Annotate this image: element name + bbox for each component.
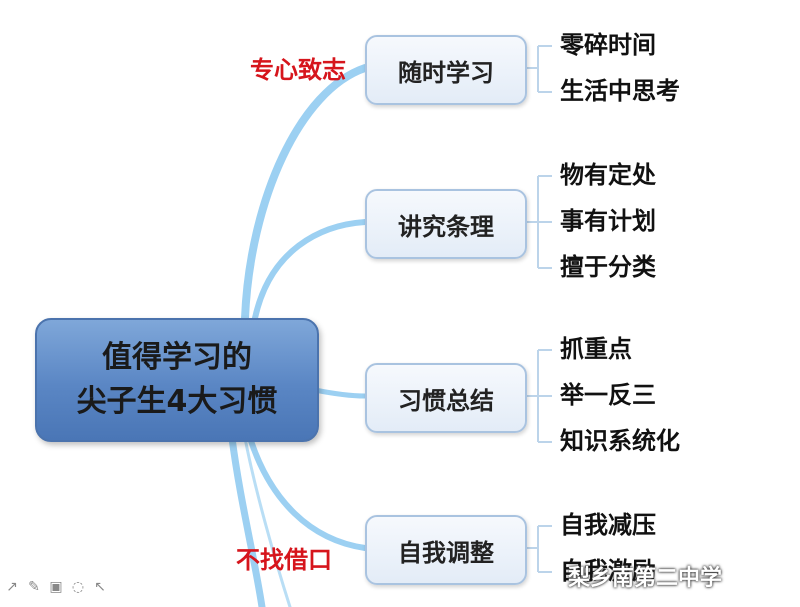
topic-node-1: 随时学习 — [365, 35, 527, 105]
leaf-item: 抓重点 — [560, 335, 632, 363]
leaf-item: 事有计划 — [560, 207, 656, 235]
leaf-bracket-2 — [523, 175, 552, 269]
image-icon[interactable]: ▣ — [49, 579, 63, 595]
central-topic: 值得学习的 尖子生4大习惯 — [35, 318, 319, 442]
central-topic-line1: 值得学习的 — [102, 340, 252, 375]
branch-tag-4: 不找借口 — [236, 545, 332, 574]
branch-connector-3 — [312, 387, 368, 399]
pen-icon[interactable]: ✎ — [28, 579, 40, 595]
leaf-item: 零碎时间 — [560, 31, 656, 59]
topic-node-3: 习惯总结 — [365, 363, 527, 433]
leaf-bracket-3 — [523, 349, 552, 443]
topic-label-4: 自我调整 — [398, 538, 494, 567]
topic-node-4: 自我调整 — [365, 515, 527, 585]
leaf-item: 物有定处 — [560, 161, 656, 189]
viewer-toolbar: ↗ ✎ ▣ ◌ ↖ — [4, 579, 108, 595]
leaf-item: 举一反三 — [560, 381, 656, 409]
central-topic-line2: 尖子生4大习惯 — [76, 384, 278, 419]
arrow-icon[interactable]: ↗ — [6, 579, 18, 595]
watermark-text: 梨乡南第二中学 — [568, 566, 723, 591]
topic-node-2: 讲究条理 — [365, 189, 527, 259]
branch-tail-2 — [243, 436, 292, 607]
eraser-icon[interactable]: ◌ — [71, 579, 85, 595]
branch-connector-4 — [247, 435, 368, 551]
leaf-bracket-4 — [523, 525, 552, 573]
leaf-item: 知识系统化 — [560, 427, 680, 455]
topic-label-2: 讲究条理 — [398, 212, 494, 241]
branch-connector-1 — [241, 64, 369, 322]
topic-label-3: 习惯总结 — [398, 386, 494, 415]
leaf-item: 生活中思考 — [560, 77, 680, 105]
branch-connector-2 — [252, 219, 368, 321]
leaf-item: 自我减压 — [560, 511, 656, 539]
branch-tag-1: 专心致志 — [250, 55, 346, 84]
leaf-item: 自我激励 — [560, 557, 656, 585]
leaf-item: 擅于分类 — [560, 253, 656, 281]
topic-label-1: 随时学习 — [398, 58, 494, 87]
leaf-bracket-1 — [523, 45, 552, 93]
branch-tail — [228, 434, 266, 607]
cursor-icon[interactable]: ↖ — [94, 579, 106, 595]
